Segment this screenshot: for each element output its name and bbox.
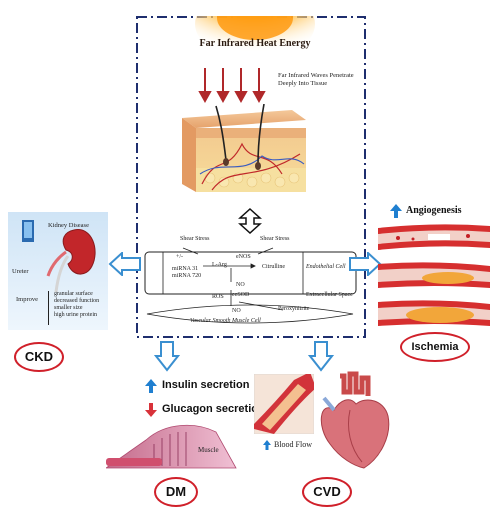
no-label-2: NO	[232, 308, 241, 314]
peroxynitrite-label: Peroxynitrite	[278, 306, 310, 312]
enos-label: eNOS	[236, 254, 251, 260]
arrow-to-cvd	[308, 341, 334, 372]
no-label-1: NO	[236, 282, 245, 288]
mirna-720-label: miRNA 720	[172, 273, 202, 279]
muscle-label: Muscle	[198, 446, 219, 454]
glucagon-secretion-label: Glucagon secretion	[162, 403, 265, 415]
blood-vessels-illustration	[378, 224, 490, 326]
cell-pathway-box	[144, 247, 357, 324]
citrulline-label: Citrulline	[262, 264, 285, 270]
angiogenesis-up-arrow-icon	[390, 204, 402, 218]
dm-oval-label: DM	[154, 477, 198, 507]
heart-illustration	[320, 371, 390, 469]
arrow-to-dm	[154, 341, 180, 372]
angiogenesis-label: Angiogenesis	[406, 205, 462, 216]
ecsod-label: ecSOD	[232, 292, 250, 298]
improvement-item: granular surface	[54, 291, 93, 297]
blood-flow-label: Blood Flow	[274, 440, 313, 449]
improve-bracket	[48, 291, 53, 325]
kidney-icon	[22, 220, 96, 293]
muscle-illustration	[106, 424, 237, 469]
cvd-oval-label: CVD	[302, 477, 352, 507]
improvement-item: decreased function	[54, 298, 100, 304]
ckd-oval-label: CKD	[14, 342, 64, 372]
extracellular-space-label: Extracellular Space	[306, 292, 353, 298]
glucagon-down-arrow-icon	[145, 403, 157, 417]
insulin-secretion-label: Insulin secretion	[162, 379, 250, 391]
infrared-arrows	[198, 68, 266, 104]
plus-minus-label: +/-	[176, 254, 184, 260]
ischemia-oval-label: Ischemia	[400, 332, 470, 362]
improvement-list: granular surface decreased function smal…	[54, 291, 99, 319]
ureter-label: Ureter	[12, 268, 29, 275]
shear-stress-left: Shear Stress	[180, 236, 210, 242]
mirna-31-label: miRNA 31	[172, 266, 199, 272]
l-arg-label: L-Arg	[212, 262, 227, 268]
arrow-to-ischemia	[349, 252, 382, 276]
blood-flow-up-arrow-icon	[263, 440, 271, 450]
far-infrared-title: Far Infrared Heat Energy	[199, 38, 311, 49]
skin-tissue-illustration	[182, 104, 306, 192]
improve-label: Improve	[16, 296, 39, 303]
arrow-to-ckd	[108, 252, 141, 276]
improvement-item: smaller size	[54, 305, 83, 311]
sun-icon	[195, 16, 315, 60]
ros-label: ROS	[212, 294, 224, 300]
waves-label: Far Infrared Waves Penetrate Deeply Into…	[278, 72, 354, 87]
improvement-item: high urine protein	[54, 312, 97, 318]
bidirectional-arrow-icon	[238, 208, 262, 234]
insulin-up-arrow-icon	[145, 379, 157, 393]
vessel-inset-illustration	[254, 374, 314, 434]
shear-stress-right: Shear Stress	[260, 236, 290, 242]
kidney-disease-label: Kidney Disease	[48, 222, 89, 229]
endothelial-cell-label: Endothelial Cell	[306, 264, 346, 270]
vascular-smooth-muscle-label: Vascular Smooth Muscle Cell	[190, 318, 261, 324]
